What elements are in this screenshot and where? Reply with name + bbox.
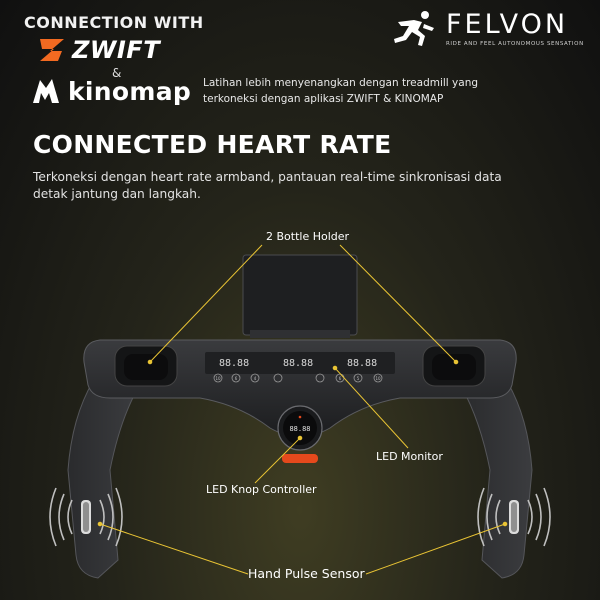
runner-icon [394,11,434,46]
orange-quick-button[interactable] [282,454,318,463]
led-display-3: 88.88 [347,358,377,369]
button-center-left[interactable] [273,373,283,383]
connection-note: Latihan lebih menyenangkan dengan treadm… [203,77,479,105]
button-right-2[interactable] [353,373,363,383]
brand-tagline: RIDE AND FEEL AUTONOMOUS SENSATION [446,41,584,47]
button-left-3-label: 4 [254,376,257,381]
tablet-holder [242,254,358,338]
callout-led-monitor: LED Monitor [376,450,443,463]
kinomap-mark-icon [33,79,59,103]
callout-line-knob [254,437,301,484]
callout-line-bottle-right [339,244,457,363]
headline: CONNECTED HEART RATE [33,130,392,159]
kinomap-logo: kinomap [30,76,191,106]
ampersand: & [112,66,122,80]
led-knob-controller[interactable]: 88.88 [277,405,323,451]
right-bottle-holder [422,345,486,387]
button-right-3[interactable] [373,373,383,383]
right-hand-pulse-sensor [477,487,551,547]
button-left-2-label: 6 [235,376,238,381]
headline-description: Terkoneksi dengan heart rate armband, pa… [33,170,502,201]
knob-display: 88.88 [289,425,310,433]
callout-led-knop-controller: LED Knop Controller [206,483,317,496]
callout-bottle-holder: 2 Bottle Holder [266,230,350,243]
callout-hand-pulse-sensor: Hand Pulse Sensor [248,566,365,581]
zwift-z-icon [40,39,64,61]
brand-name: FELVON [446,9,569,40]
callout-line-pulse-left [99,523,249,575]
felvon-logo: FELVON RIDE AND FEEL AUTONOMOUS SENSATIO… [392,10,584,48]
callout-line-pulse-right [365,523,506,575]
button-center-right[interactable] [315,373,325,383]
button-left-1[interactable] [213,373,223,383]
left-hand-pulse-sensor [49,487,123,547]
led-display-2: 88.88 [283,358,313,369]
connection-title: CONNECTION WITH [24,13,204,32]
zwift-wordmark: ZWIFT [72,36,161,64]
kinomap-wordmark: kinomap [68,76,192,106]
zwift-logo: ZWIFT [38,36,160,64]
left-speed-buttons: 10 6 4 [213,373,260,383]
button-left-3[interactable] [250,373,260,383]
button-left-2[interactable] [231,373,241,383]
callout-lines [97,244,508,575]
right-handrail [461,377,533,579]
button-right-3-label: 10 [375,376,381,381]
led-monitor: 88.88 88.88 88.88 [205,352,395,374]
callout-line-bottle-left [149,244,263,363]
button-left-1-label: 10 [215,376,221,381]
left-handrail [67,377,139,579]
button-right-2-label: 5 [357,376,360,381]
callout-line-led-monitor [334,367,409,449]
led-display-1: 88.88 [219,358,249,369]
left-bottle-holder [114,345,178,387]
button-right-1-label: 6 [339,376,342,381]
